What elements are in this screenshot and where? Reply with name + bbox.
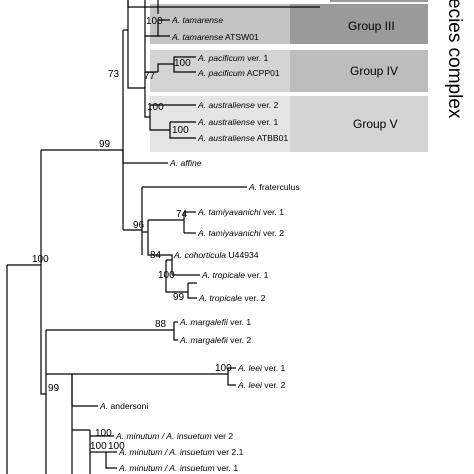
branch [144,72,150,118]
support-value: 100 [158,270,175,281]
taxon-label: A. australiense ver. 1 [197,117,278,127]
group-boxes [150,0,428,152]
support-value: 77 [144,71,156,82]
group-iv-box [290,50,428,92]
branch [71,374,98,407]
taxon-label: A. australiense ver. 2 [197,100,278,110]
group-v-box [290,96,428,152]
taxon-label: A. pacificum ACPP01 [197,68,280,78]
top-cut-box [330,0,428,2]
branch [41,149,124,230]
support-value: 100 [215,363,232,374]
group-iii-label: Group III [348,19,395,33]
support-value: 99 [173,292,185,303]
branch [165,260,188,293]
group-v-label: Group V [353,117,398,131]
taxon-label: A. tamiyavanichi ver. 2 [197,228,284,238]
taxon-label: A. andersoni [99,401,148,411]
branch [40,150,46,395]
taxon-label: A. affine [169,158,202,168]
branch [169,122,196,139]
taxon-label: A. leei ver. 1 [237,363,286,373]
group-iii-box [290,4,428,44]
support-value: 100 [32,254,49,265]
taxon-label: A. fraterculus [248,182,300,192]
support-value: 100 [108,441,125,452]
support-value: 99 [99,139,111,150]
support-value: 100 [90,441,107,452]
support-value: 84 [150,250,162,261]
support-value: 88 [155,319,167,330]
support-value: 100 [95,428,112,439]
support-value: 99 [48,383,60,394]
taxon-label: A. tamarense ATSW01 [171,32,259,42]
taxon-label: A. margalefii ver. 2 [179,335,251,345]
group-iv-label: Group IV [350,64,398,78]
support-value: 74 [176,209,188,220]
taxon-label: A. minutum / A. insuetum ver 2 [115,431,233,441]
support-value: 73 [108,69,120,80]
taxon-label: A. tamarense [171,15,223,25]
support-value: 100 [172,125,189,136]
branch [173,64,196,73]
group-iv-box-light [150,50,290,92]
taxon-label: A. australiense ATBB01 [197,133,288,143]
branch [227,368,236,386]
taxon-label: A. pacificum ver. 1 [197,53,268,63]
branch [187,283,197,299]
taxon-labels: A. tamarense A. tamarense ATSW01 A. paci… [99,15,300,473]
support-value: 100 [174,58,191,69]
tree-branches [6,0,320,474]
support-values: 100 77 100 73 100 100 99 96 74 84 100 99… [32,16,232,452]
branch [149,105,170,131]
taxon-label: A. tamiyavanichi ver. 1 [197,207,284,217]
taxon-label: A. minutum / A. insuetum ver 2.1 [118,447,244,457]
taxon-label: A. margalefii ver. 1 [179,317,251,327]
taxon-label: A. cohorticula U44934 [173,250,259,260]
support-value: 100 [147,102,164,113]
taxon-label: A. tropicale ver. 2 [198,293,266,303]
branch [166,254,173,275]
taxon-label: A. leei ver. 2 [237,380,286,390]
branch [105,452,117,469]
support-value: 100 [146,16,163,27]
taxon-label: A. minutum / A. insuetum ver. 1 [118,463,238,473]
taxon-label: A. tropicale ver. 1 [201,270,269,280]
support-value: 96 [133,220,145,231]
branch [127,0,145,89]
branch [173,322,178,341]
species-complex-label: ecies complex [444,0,465,119]
branch [147,220,166,256]
group-iii-box-light [150,4,290,44]
